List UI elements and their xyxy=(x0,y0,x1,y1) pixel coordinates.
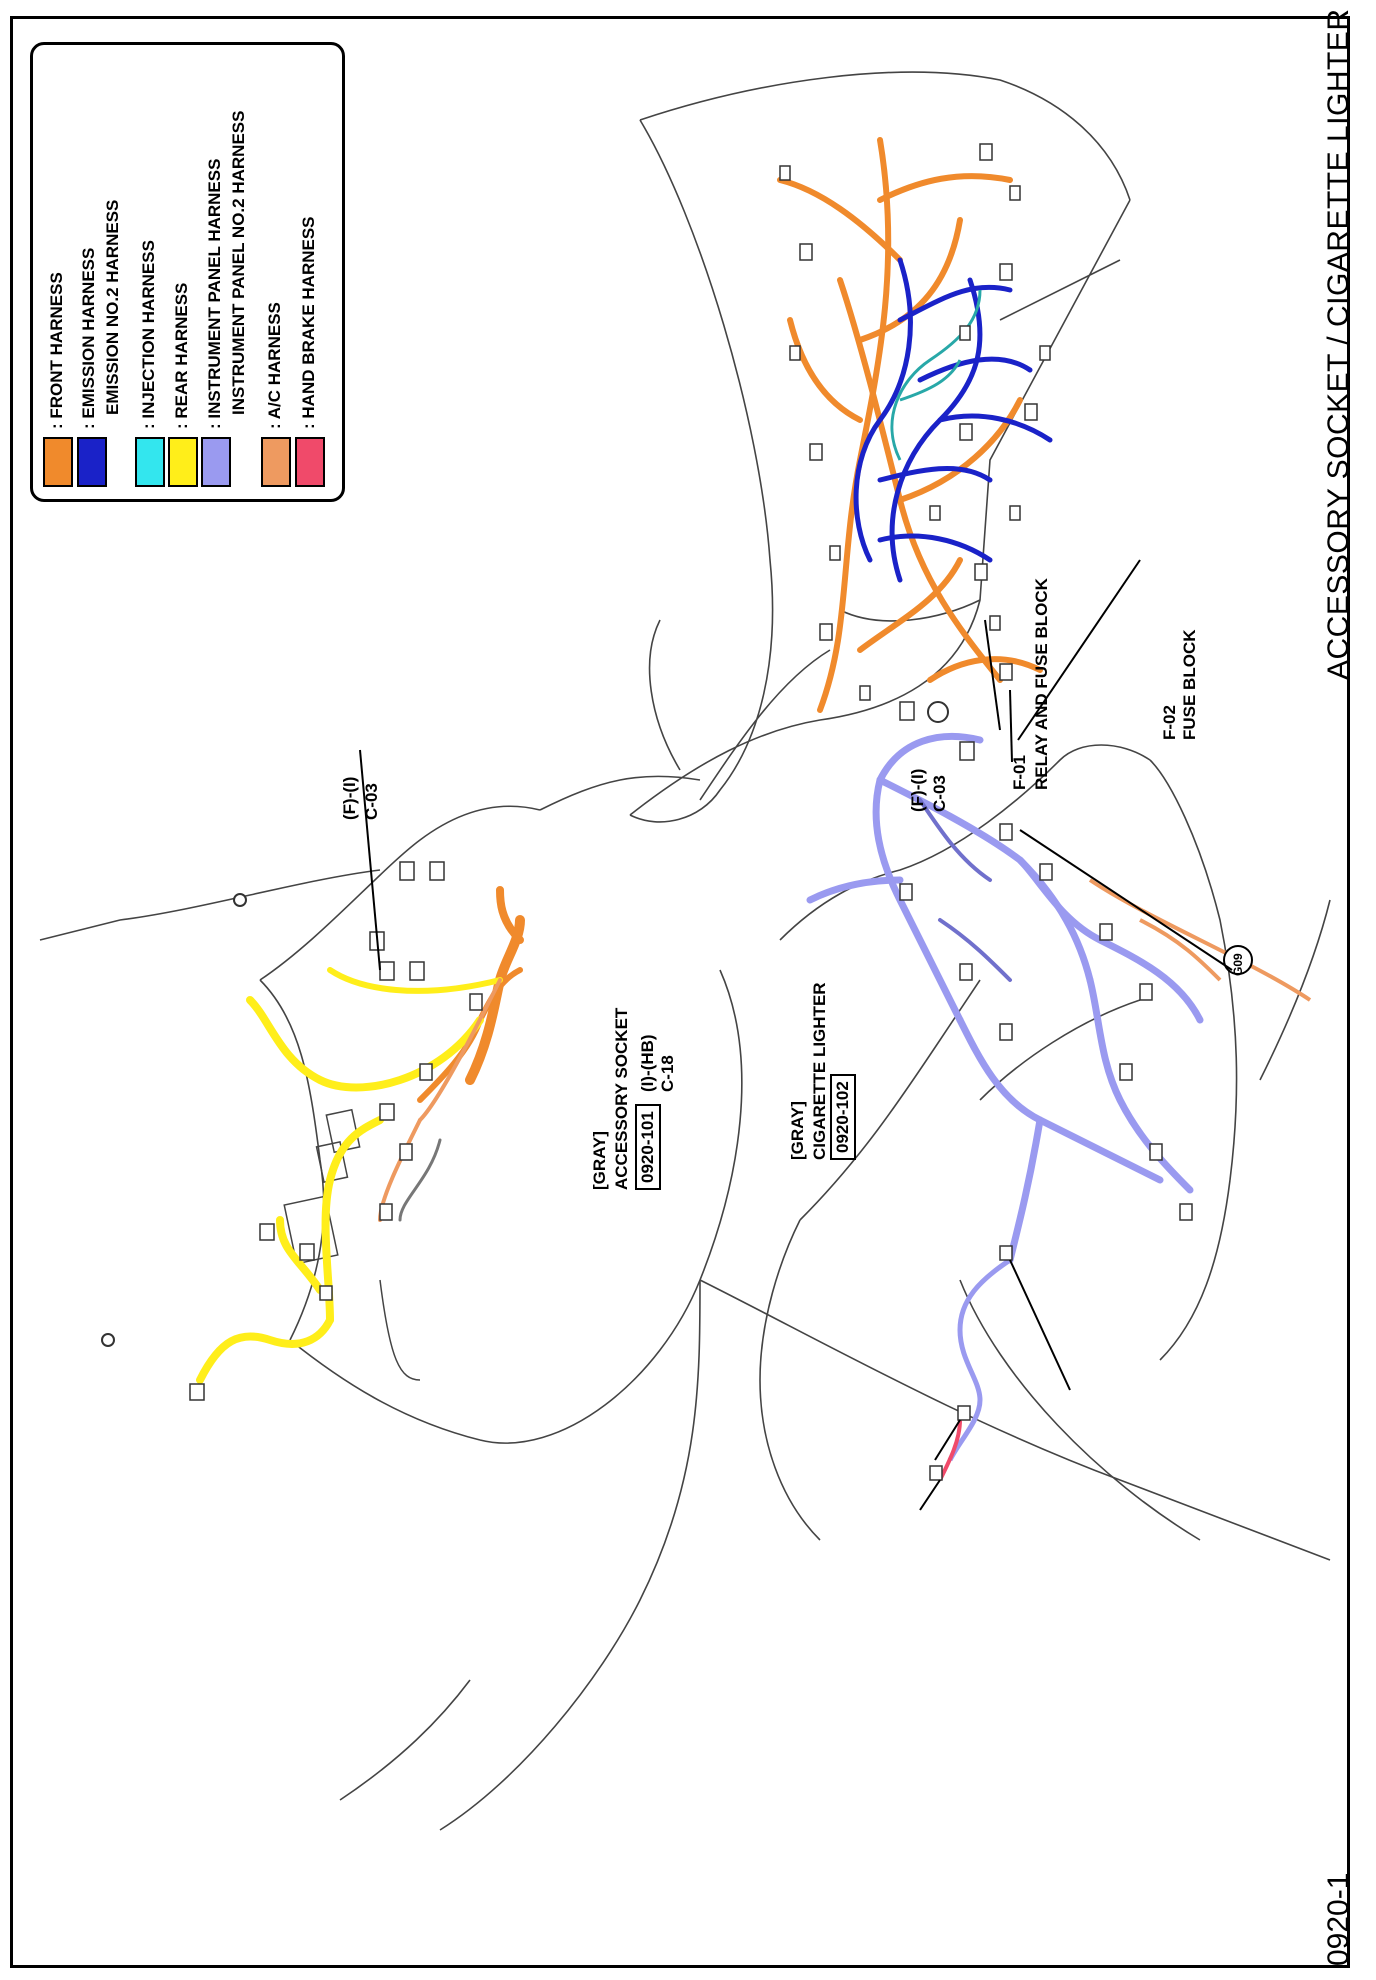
instrument-panel-harness-2 xyxy=(918,798,1012,982)
acc-leader xyxy=(934,1419,961,1461)
ac-harness xyxy=(1088,878,1312,1002)
c03-code: C-03 xyxy=(362,783,381,820)
g09-leader xyxy=(1019,829,1233,971)
cig-color: [GRAY] xyxy=(788,1101,807,1160)
rear-harness-2-connectors xyxy=(189,1103,395,1401)
rear-harness-1-connectors xyxy=(369,861,483,1221)
g09-label: G09 xyxy=(1231,953,1245,976)
rear-harness-1 xyxy=(246,886,525,1222)
hand-brake-harness xyxy=(938,1419,962,1481)
f02-leader xyxy=(1017,559,1141,741)
emission-harness xyxy=(853,257,1053,583)
f02-name: FUSE BLOCK xyxy=(1180,629,1199,741)
c18-code: C-18 xyxy=(658,1055,677,1092)
g09-ground-symbol xyxy=(1223,945,1253,975)
f01-leader xyxy=(1009,689,1013,763)
dashboard-connectors xyxy=(899,701,1193,1481)
engine-bay-outline xyxy=(629,71,1131,823)
injection-harness xyxy=(890,289,982,461)
cig-name: CIGARETTE LIGHTER xyxy=(810,982,829,1160)
c03-leader xyxy=(359,749,381,971)
cig-code: 0920-102 xyxy=(830,1074,856,1160)
front-harness xyxy=(777,137,1043,713)
acc-color: [GRAY] xyxy=(590,1131,609,1190)
rear-ground-2 xyxy=(101,1333,115,1347)
c03-conn: (F)-(I) xyxy=(340,776,359,820)
rear-ground-1 xyxy=(233,893,247,907)
f01-name: RELAY AND FUSE BLOCK xyxy=(1032,578,1051,790)
c03b-leader xyxy=(984,619,1001,731)
c18-conn: (I)-(HB) xyxy=(638,1034,657,1092)
engine-connectors xyxy=(779,143,1051,701)
f02-code: F-02 xyxy=(1160,705,1179,740)
c03b-code: C-03 xyxy=(930,775,949,812)
cig-leader xyxy=(1009,1259,1071,1391)
acc-name: ACCESSORY SOCKET xyxy=(612,1007,631,1190)
c18-leader xyxy=(919,1479,941,1511)
floor-outline xyxy=(39,775,1331,1831)
acc-code: 0920-101 xyxy=(635,1104,661,1190)
f01-code: F-01 xyxy=(1010,755,1029,790)
c03b-conn: (F)-(I) xyxy=(908,768,927,812)
bay-ground-point xyxy=(927,701,949,723)
rear-harness-2 xyxy=(196,1116,384,1384)
